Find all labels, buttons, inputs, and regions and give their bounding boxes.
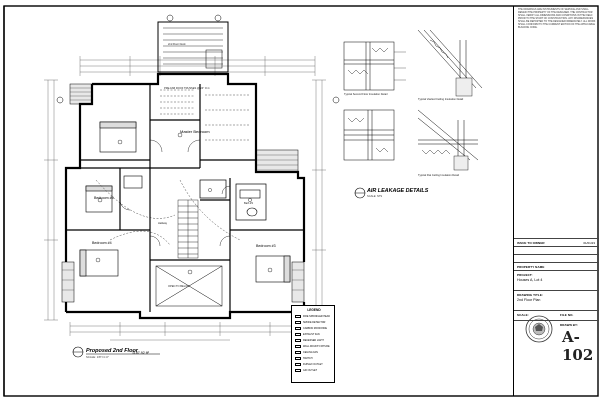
- plan-scale: SCALE: 1/8"=1'-0": [86, 355, 109, 359]
- roof-hatch: [61, 83, 305, 303]
- legend-symbol: [295, 363, 301, 366]
- detail-title: AIR LEAKAGE DETAILS: [367, 188, 429, 194]
- legend-symbol: [295, 339, 301, 342]
- room-label-master-bedroom: Master Bedroom: [180, 129, 210, 134]
- plan-title-marker: [72, 346, 160, 358]
- legend-item: CEILING FAN: [295, 351, 318, 354]
- air-leakage-detail-drawings: [343, 29, 483, 199]
- legend-item: FIRE SPRINKLER HEAD: [295, 315, 330, 318]
- project-row: PROJECT: Houses A, Lot 4: [514, 270, 599, 282]
- legend-title: LEGEND: [307, 308, 321, 312]
- doors: [119, 139, 231, 247]
- legend-symbol: [295, 327, 301, 330]
- general-notes: THE DRAWINGS ARE INSTRUMENTS OF SERVICE …: [518, 8, 596, 29]
- legend-item: GFI OUTLET: [295, 369, 317, 372]
- legend-symbol: [295, 333, 301, 336]
- issue-row: ISSUE TO OWNER 01/01/23: [514, 238, 599, 245]
- issue-label: ISSUE TO OWNER: [517, 241, 545, 245]
- issue-date: 01/01/23: [583, 241, 595, 245]
- legend-symbol: [295, 345, 301, 348]
- legend-item: SMOKE DETECTOR: [295, 321, 325, 324]
- legend-symbol: [295, 351, 301, 354]
- stairs: [177, 199, 199, 259]
- architect-seal: [525, 315, 553, 343]
- blank-row: [514, 254, 599, 255]
- prepared-row: PROPERTY NAME: [514, 262, 599, 269]
- title-block: THE DRAWINGS ARE INSTRUMENTS OF SERVICE …: [513, 6, 599, 396]
- legend-item: CARBON MONOXIDE: [295, 327, 327, 330]
- detail-caption-3: Typical Flat Ceiling Insulation Detail: [418, 174, 459, 177]
- plan-area: 1187.92 ft²: [132, 351, 149, 355]
- room-label-open-to-below: OPEN TO BELOW: [168, 285, 190, 288]
- scale-label: SCALE:: [517, 313, 529, 317]
- roof-truss-lines: [95, 89, 250, 246]
- project-label: PROJECT:: [517, 273, 533, 277]
- legend-item: DUPLEX OUTLET: [295, 363, 323, 366]
- sheet-number: A-102: [562, 328, 594, 364]
- drawing-title-label: DRAWING TITLE:: [517, 293, 544, 297]
- room-label-bath-3: Bath #3: [244, 202, 253, 205]
- file-label: FILE NO.: [560, 313, 574, 317]
- roof-truss-note: PRE-FAB ROOF TRUSSES @ 24" O.C.: [164, 87, 211, 90]
- plan-title: Proposed 2nd Floor: [86, 348, 138, 354]
- drawing-title-row: DRAWING TITLE: 2nd Floor Plan: [514, 290, 599, 302]
- drawing-title-value: 2nd Floor Plan: [517, 298, 541, 302]
- roof-deck: [157, 21, 229, 73]
- room-label-bedroom-4: Bedroom #4: [92, 241, 112, 245]
- furniture: [79, 121, 291, 283]
- prepared-label: PROPERTY NAME: [517, 265, 545, 269]
- detail-caption-1: Typical Second Floor Insulation Detail: [344, 93, 388, 96]
- legend-item: EXHAUST FAN: [295, 333, 320, 336]
- section-markers: [56, 14, 340, 104]
- drawn-row: DRAWN BY:: [514, 320, 599, 327]
- legend-symbol: [295, 357, 301, 360]
- legend-symbol: [295, 315, 301, 318]
- detail-caption-2: Typical Vaulted Ceiling Insulation Detai…: [418, 98, 464, 101]
- room-label-bedroom-5: Bedroom #5: [94, 196, 114, 200]
- legend-item: WALL MOUNT FIXTURE: [295, 345, 330, 348]
- blank-row: [514, 246, 599, 247]
- room-label-bedroom-3: Bedroom #3: [256, 244, 276, 248]
- drawn-label: DRAWN BY:: [560, 323, 579, 327]
- room-label-hallway: Hallway: [158, 222, 168, 225]
- legend-symbol: [295, 321, 301, 324]
- legend: LEGEND FIRE SPRINKLER HEAD SMOKE DETECTO…: [291, 305, 335, 383]
- exterior-walls: [64, 72, 306, 320]
- room-label-roof-deck: 2nd Floor Deck: [168, 43, 186, 46]
- project-value: Houses A, Lot 4: [517, 278, 543, 282]
- interior-walls: [66, 84, 304, 312]
- file-row: FILE NO. SCALE:: [514, 310, 599, 317]
- detail-scale: SCALE: NTS: [367, 195, 383, 198]
- electrical-symbols: [95, 132, 273, 275]
- legend-item: SWITCH: [295, 357, 312, 360]
- legend-item: RECESSED LIGHT: [295, 339, 324, 342]
- open-to-below: [155, 265, 223, 307]
- legend-symbol: [295, 369, 301, 372]
